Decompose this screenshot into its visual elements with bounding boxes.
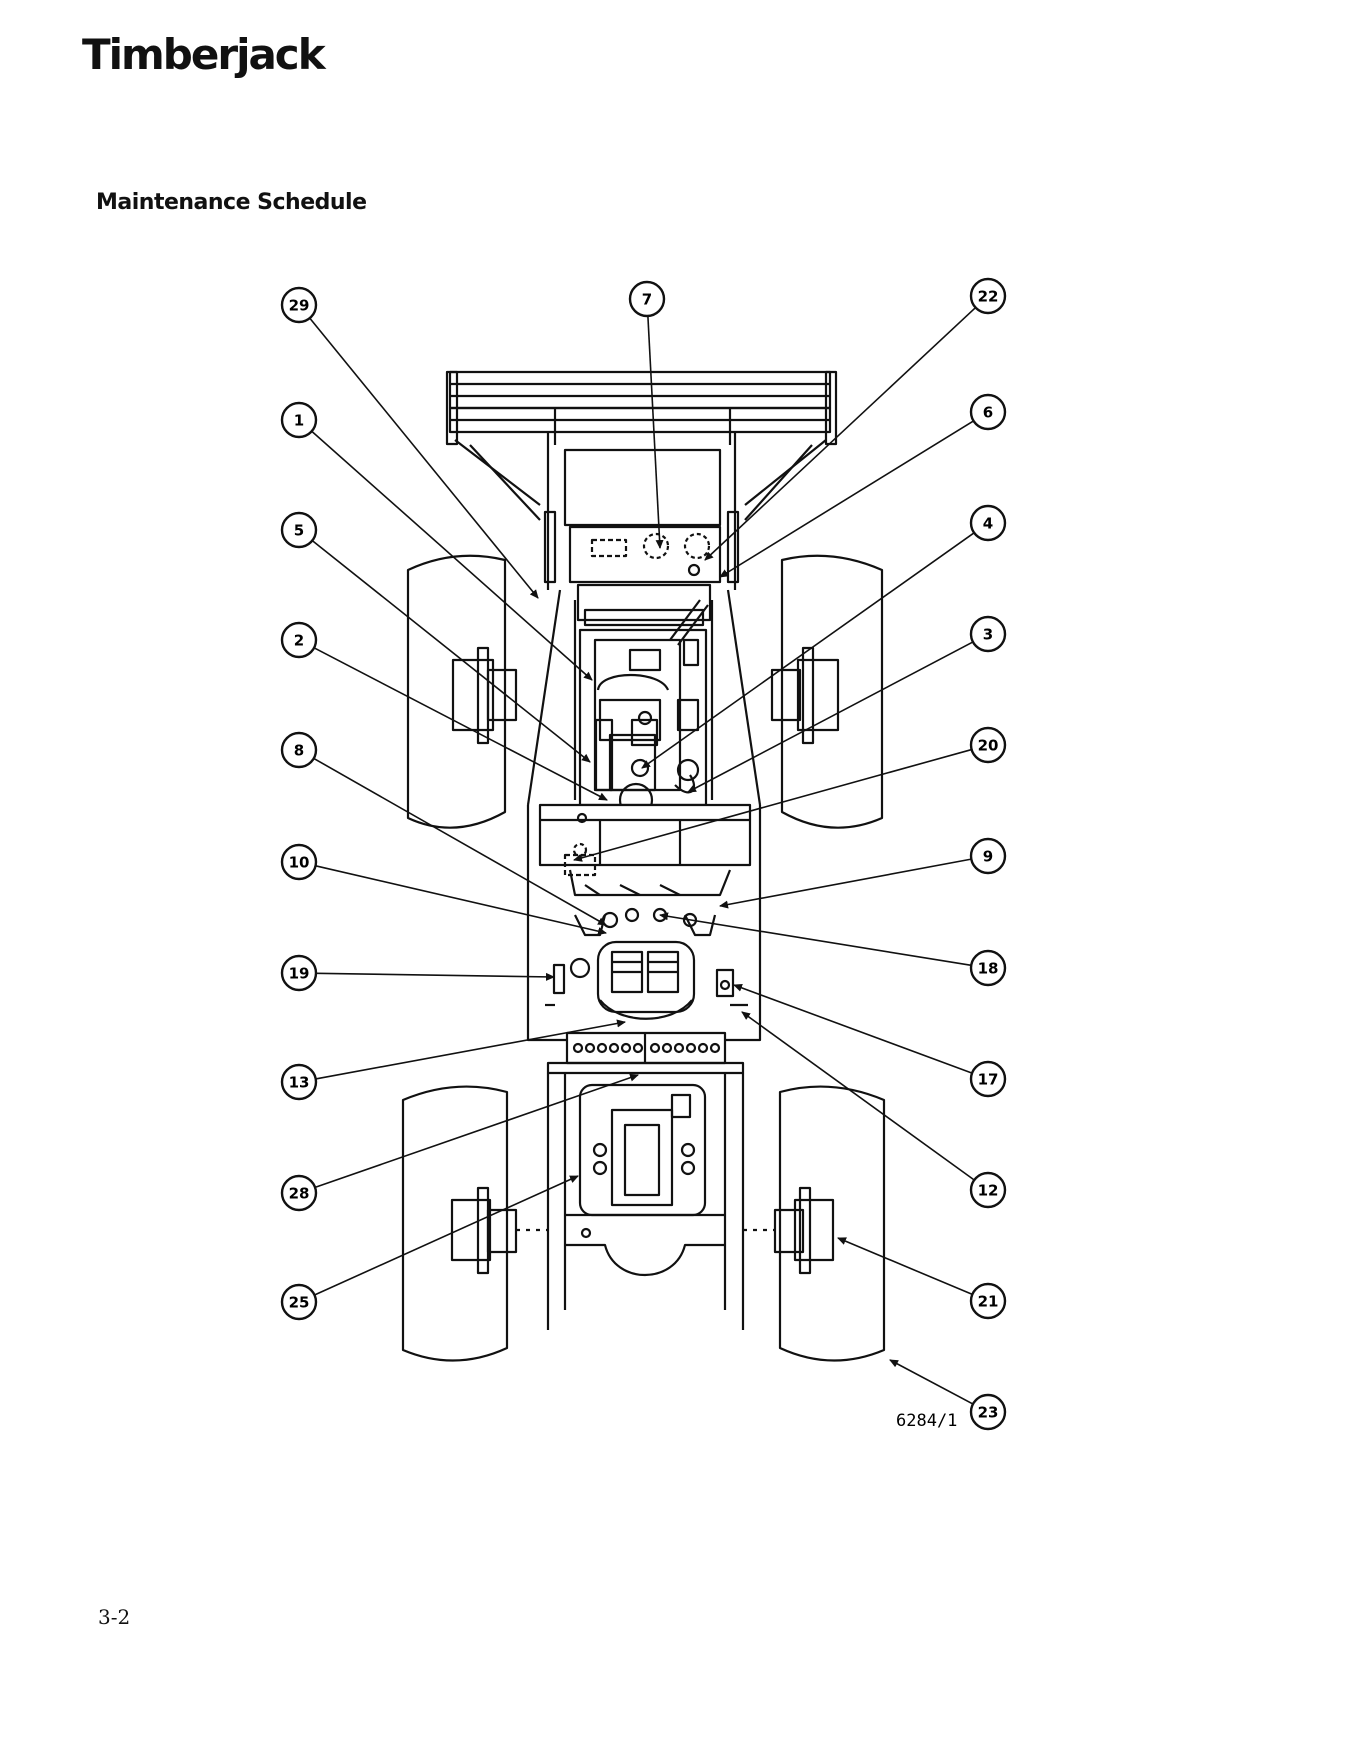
callout-badge-7: 7 bbox=[630, 282, 664, 316]
callout-leader-29 bbox=[310, 318, 538, 598]
callout-number: 19 bbox=[289, 965, 310, 983]
callout-leader-6 bbox=[720, 421, 974, 577]
callout-badge-19: 19 bbox=[282, 956, 316, 990]
callout-badge-13: 13 bbox=[282, 1065, 316, 1099]
callout-leader-9 bbox=[720, 859, 971, 906]
callout-leader-22 bbox=[705, 308, 976, 560]
callout-number: 4 bbox=[983, 515, 993, 533]
callout-badge-8: 8 bbox=[282, 733, 316, 767]
rear-left-tire bbox=[403, 1087, 516, 1361]
figure-number: 6284/1 bbox=[896, 1411, 957, 1431]
front-right-tire bbox=[772, 556, 882, 828]
front-left-tire bbox=[408, 556, 516, 828]
callout-badge-12: 12 bbox=[971, 1173, 1005, 1207]
callout-badge-1: 1 bbox=[282, 403, 316, 437]
callout-number: 9 bbox=[983, 848, 993, 866]
front-frame bbox=[548, 1063, 743, 1330]
callout-number: 23 bbox=[978, 1404, 999, 1422]
callout-leader-19 bbox=[316, 973, 554, 977]
callout-badge-2: 2 bbox=[282, 623, 316, 657]
articulation-section bbox=[540, 805, 750, 895]
callout-badge-10: 10 bbox=[282, 845, 316, 879]
callout-badge-20: 20 bbox=[971, 728, 1005, 762]
callout-badge-9: 9 bbox=[971, 839, 1005, 873]
engine-block bbox=[595, 600, 708, 816]
callout-number: 1 bbox=[294, 412, 304, 430]
callout-number: 7 bbox=[642, 291, 652, 309]
rear-right-tire bbox=[775, 1087, 884, 1361]
callout-number: 29 bbox=[289, 297, 310, 315]
callout-badge-28: 28 bbox=[282, 1176, 316, 1210]
callout-number: 17 bbox=[978, 1071, 999, 1089]
callout-number: 12 bbox=[978, 1182, 999, 1200]
page-number: 3-2 bbox=[98, 1605, 130, 1629]
callout-badge-22: 22 bbox=[971, 279, 1005, 313]
callout-badge-21: 21 bbox=[971, 1284, 1005, 1318]
callout-number: 13 bbox=[289, 1074, 310, 1092]
callout-number: 20 bbox=[978, 737, 999, 755]
callout-number: 5 bbox=[294, 522, 304, 540]
callout-number: 25 bbox=[289, 1294, 310, 1312]
callout-number: 8 bbox=[294, 742, 304, 760]
callout-number: 3 bbox=[983, 626, 993, 644]
callout-leader-23 bbox=[890, 1360, 973, 1404]
callout-badge-29: 29 bbox=[282, 288, 316, 322]
callout-badge-23: 23 bbox=[971, 1395, 1005, 1429]
callout-badge-25: 25 bbox=[282, 1285, 316, 1319]
control-console bbox=[567, 1033, 725, 1063]
callout-badge-17: 17 bbox=[971, 1062, 1005, 1096]
callout-number: 21 bbox=[978, 1293, 999, 1311]
callout-number: 10 bbox=[289, 854, 310, 872]
engine-hood bbox=[570, 527, 720, 625]
callout-badge-5: 5 bbox=[282, 513, 316, 547]
callout-badge-18: 18 bbox=[971, 951, 1005, 985]
rear-blade bbox=[447, 372, 836, 520]
callout-badge-6: 6 bbox=[971, 395, 1005, 429]
callout-leader-17 bbox=[734, 985, 972, 1073]
callout-number: 6 bbox=[983, 404, 993, 422]
callout-leader-18 bbox=[660, 915, 971, 965]
callout-number: 18 bbox=[978, 960, 999, 978]
callout-badge-4: 4 bbox=[971, 506, 1005, 540]
callout-badge-3: 3 bbox=[971, 617, 1005, 651]
callout-number: 22 bbox=[978, 288, 999, 306]
callout-number: 28 bbox=[289, 1185, 310, 1203]
callout-number: 2 bbox=[294, 632, 304, 650]
